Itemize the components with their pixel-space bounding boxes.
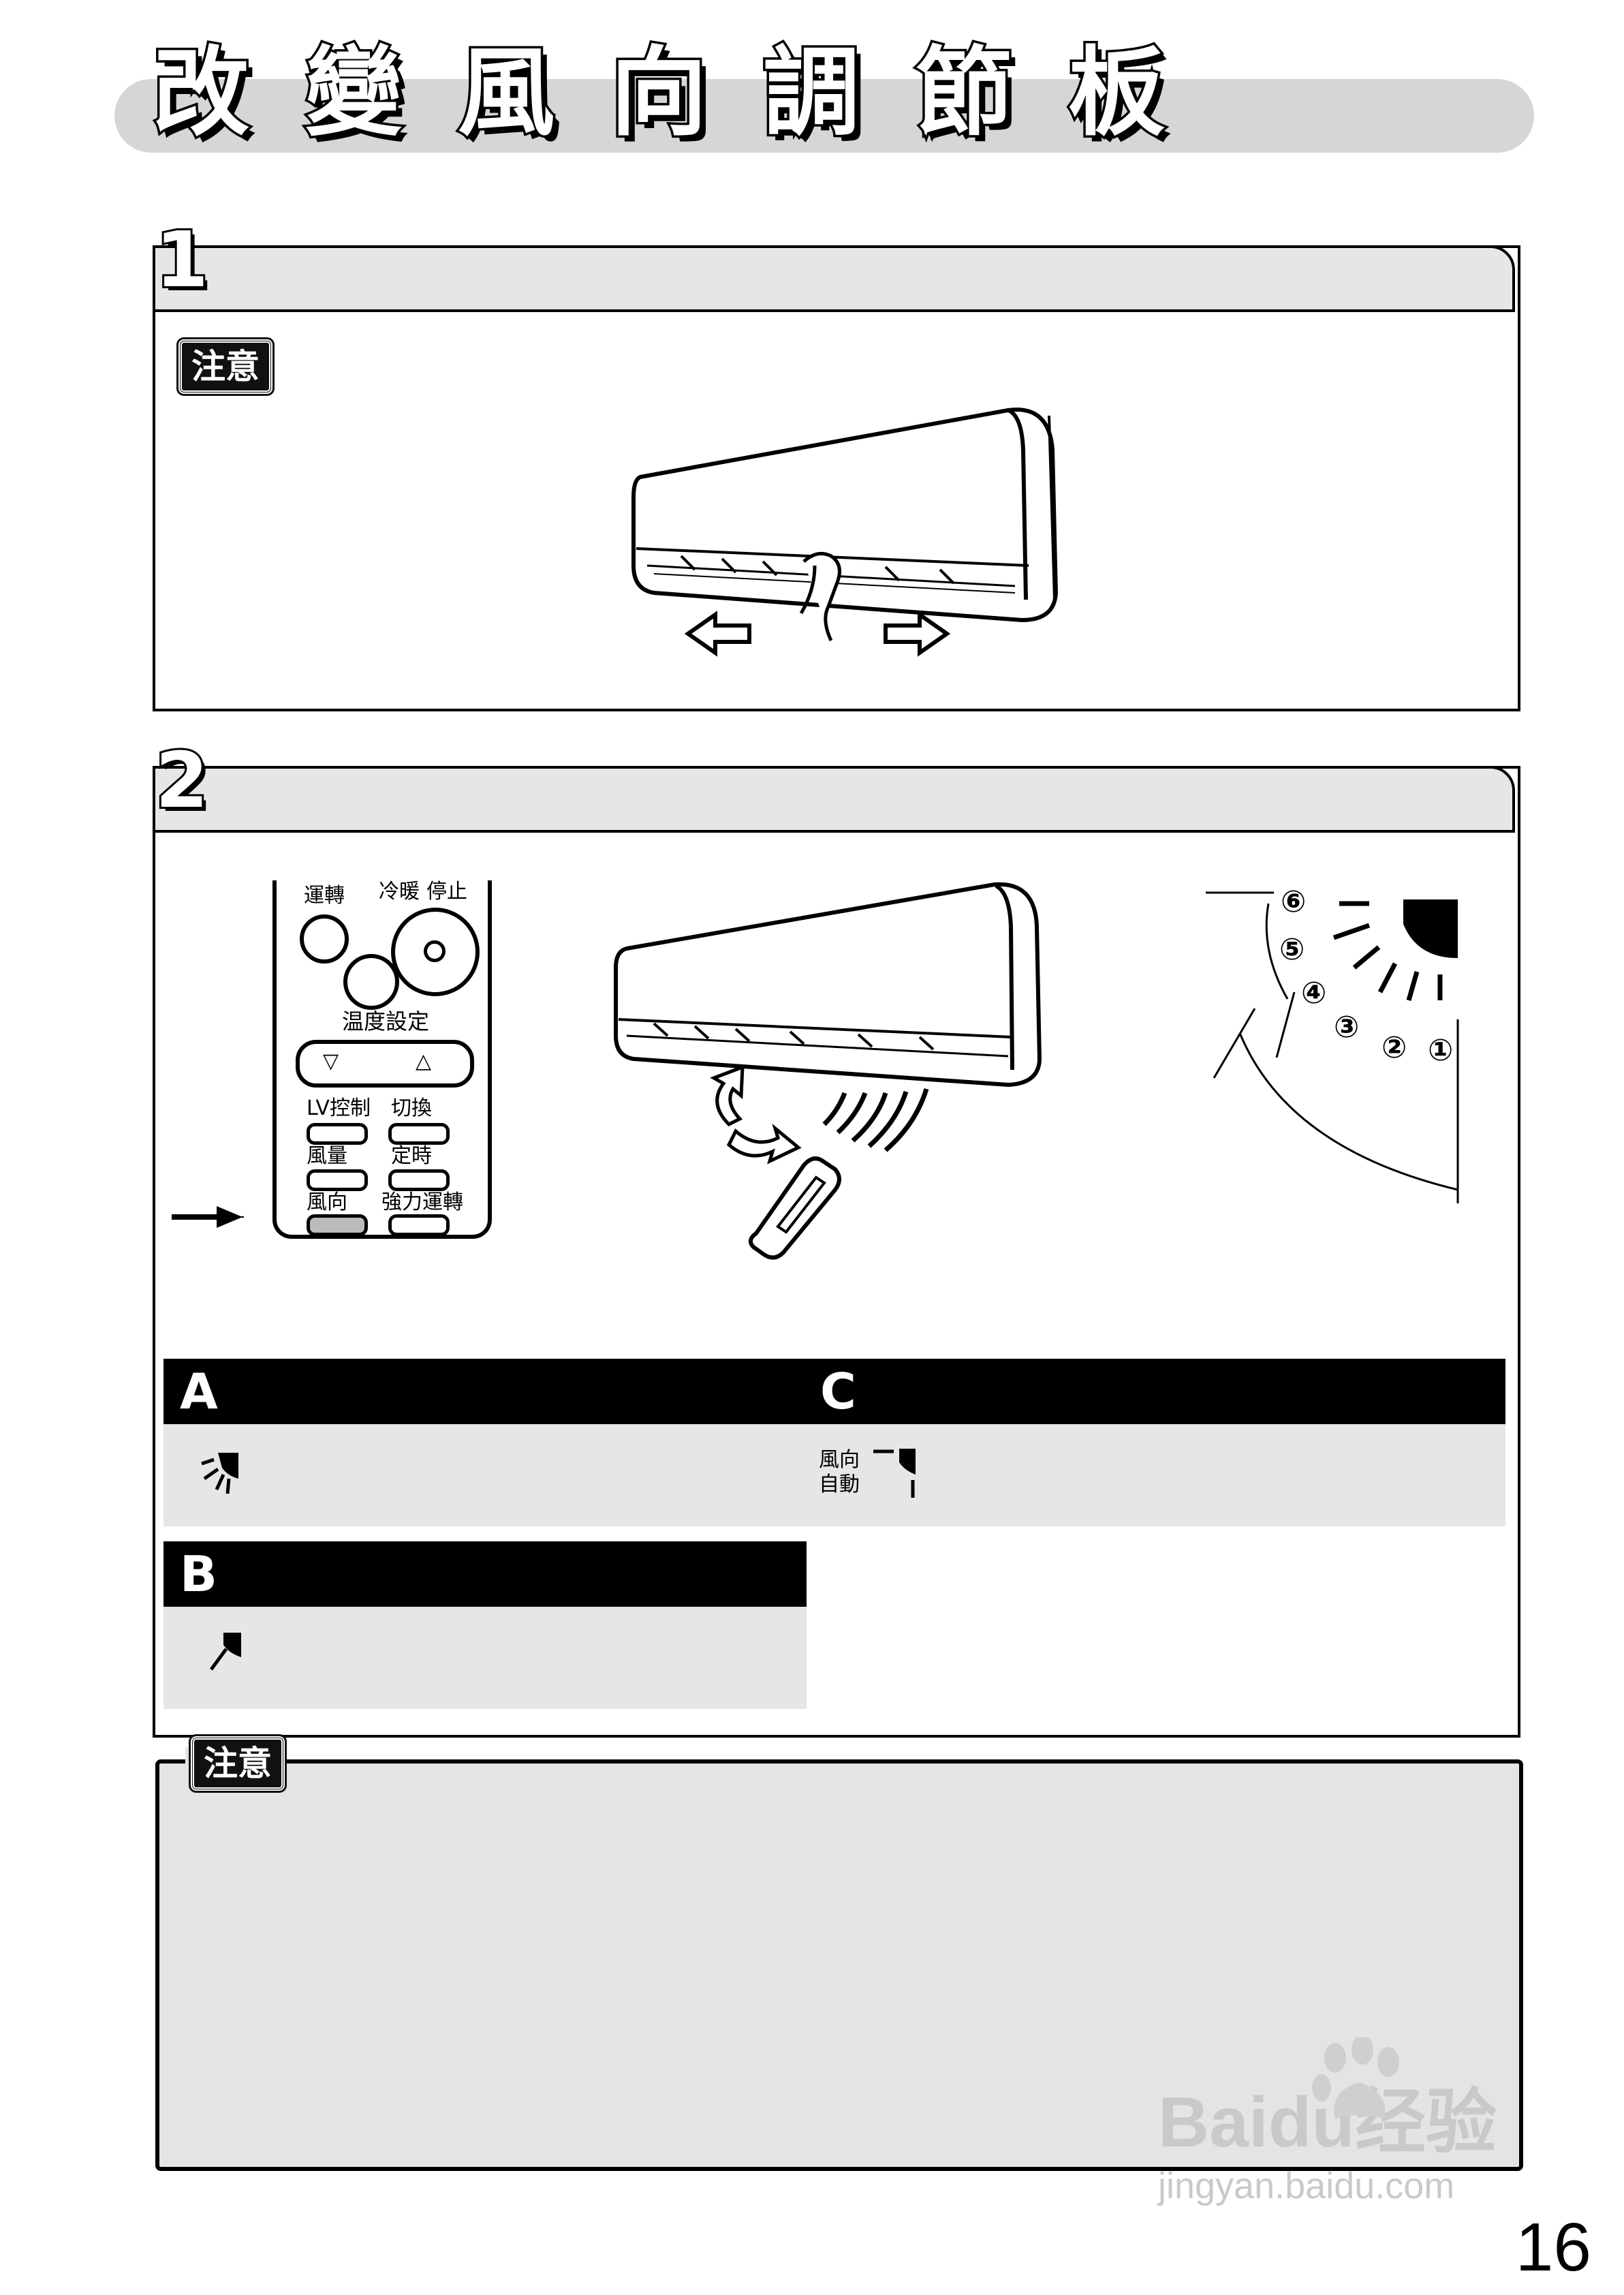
step1-caution-label: 注意 (176, 337, 275, 396)
remote-label-switch: 切換 (391, 1096, 432, 1120)
remote-fan-button[interactable] (307, 1169, 368, 1191)
remote-temp-buttons[interactable]: ▽ △ (296, 1040, 474, 1088)
remote-label-temp: 温度設定 (342, 1008, 430, 1034)
remote-lv-button[interactable] (307, 1123, 368, 1145)
bottom-caution-label: 注意 (189, 1734, 287, 1793)
angle-3-label: ③ (1334, 1010, 1359, 1045)
step2-number: 2 (153, 737, 210, 825)
ac-unit-remote-illustration (614, 882, 1042, 1260)
page-number: 16 (1515, 2209, 1591, 2285)
remote-run-button[interactable] (300, 914, 349, 964)
ac-unit-louver-illustration (631, 407, 1059, 657)
mode-b-header: B (163, 1541, 807, 1607)
fan-auto-icon (873, 1449, 916, 1498)
angle-6-label: ⑥ (1281, 884, 1306, 919)
angle-4-label: ④ (1301, 976, 1326, 1011)
temp-down-icon[interactable]: ▽ (323, 1049, 339, 1073)
angle-5-label: ⑤ (1279, 932, 1305, 967)
mode-a-body (163, 1424, 807, 1526)
remote-mode-button[interactable] (343, 954, 399, 1010)
step1-number: 1 (153, 216, 210, 305)
mode-c-header: C (804, 1359, 1505, 1424)
louver-angle-diagram: ⑥ ⑤ ④ ③ ② ① (1206, 884, 1459, 1203)
remote-control-closeup: 運轉 冷暖 停止 温度設定 ▽ △ LV控制 切換 風量 定時 風向 強力運轉 (272, 880, 492, 1239)
temp-up-icon[interactable]: △ (416, 1049, 432, 1073)
mode-b-body (163, 1607, 807, 1709)
remote-direction-button[interactable] (307, 1214, 368, 1236)
step2-header (153, 766, 1515, 833)
mode-c-body: 風向 自動 (804, 1424, 1505, 1526)
page-title: 改變風向調節板 (151, 35, 1221, 152)
remote-label-lv: LV控制 (307, 1096, 371, 1120)
arrow-left-icon (684, 611, 751, 657)
remote-stop-button[interactable] (391, 908, 480, 996)
remote-label-stop: 停止 (426, 880, 467, 904)
remote-label-mode: 冷暖 (379, 880, 420, 904)
remote-powerful-button[interactable] (388, 1214, 450, 1236)
mode-c-label-line2: 自動 (819, 1473, 860, 1496)
remote-label-run: 運轉 (304, 884, 345, 908)
remote-timer-button[interactable] (388, 1169, 450, 1191)
title-banner (114, 79, 1534, 153)
arrow-right-icon (884, 611, 951, 657)
mode-a-header: A (163, 1359, 807, 1424)
angle-1-label: ① (1428, 1033, 1453, 1068)
remote-label-timer: 定時 (391, 1144, 432, 1168)
paw-logo-icon (1312, 2037, 1399, 2119)
angle-2-label: ② (1381, 1030, 1407, 1065)
rotate-arrow-icon (710, 1064, 745, 1127)
remote-label-direction: 風向 (307, 1190, 347, 1214)
fan-spread-icon (201, 1453, 238, 1494)
fan-single-icon (209, 1633, 241, 1671)
remote-label-powerful: 強力運轉 (381, 1190, 463, 1214)
mode-c-label-line1: 風向 (819, 1448, 860, 1472)
pointer-arrow-icon (172, 1206, 247, 1228)
remote-switch-button[interactable] (388, 1123, 450, 1145)
watermark-url: jingyan.baidu.com (1158, 2166, 1455, 2206)
step1-header (153, 245, 1515, 312)
remote-label-fan: 風量 (307, 1144, 347, 1168)
bottom-caution-box (155, 1759, 1523, 2171)
